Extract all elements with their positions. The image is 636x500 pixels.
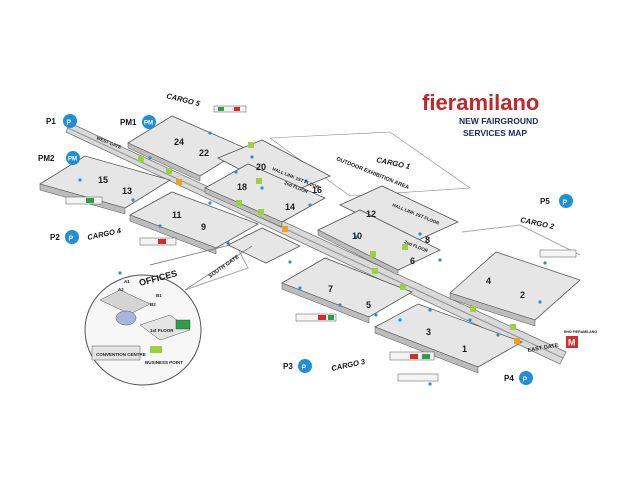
p3-badge[interactable] bbox=[298, 359, 312, 373]
p2-badge-text: P bbox=[69, 236, 74, 243]
hall-entrances bbox=[65, 105, 577, 382]
metro-label: RHO FIERAMILANO bbox=[564, 330, 597, 334]
p4-badge[interactable] bbox=[519, 371, 533, 385]
brand-subtitle-2: SERVICES MAP bbox=[463, 128, 527, 138]
p4-label: P4 bbox=[504, 374, 514, 383]
service-markers bbox=[138, 142, 520, 344]
p3-badge-text: P bbox=[302, 365, 307, 372]
hall-label-1: 1 bbox=[462, 344, 467, 354]
hall-label-13: 13 bbox=[122, 186, 132, 196]
offices-business: BUSINESS POINT bbox=[145, 360, 183, 365]
hall-labels: 24 22 15 13 20 16 18 14 11 9 12 8 10 6 7… bbox=[98, 137, 525, 354]
offices-a1: A1 bbox=[124, 279, 130, 284]
offices-b1: B1 bbox=[156, 293, 162, 298]
hall-label-11: 11 bbox=[172, 210, 182, 220]
hall-label-15: 15 bbox=[98, 175, 108, 185]
brand-title: fieramilano bbox=[422, 90, 539, 115]
metro-badge-text: M bbox=[568, 338, 576, 348]
hall-label-2: 2 bbox=[520, 290, 525, 300]
hall-label-9: 9 bbox=[201, 222, 206, 232]
metro: M RHO FIERAMILANO bbox=[564, 330, 597, 348]
hall-label-18: 18 bbox=[237, 182, 247, 192]
pm2-badge[interactable] bbox=[66, 151, 80, 165]
hall-label-4: 4 bbox=[486, 276, 491, 286]
south-gate-building[interactable] bbox=[227, 227, 301, 264]
pm2-badge-text: PM bbox=[68, 157, 77, 163]
p2-label: P2 bbox=[50, 233, 60, 242]
offices-b2: B2 bbox=[150, 302, 156, 307]
hall-label-5: 5 bbox=[366, 300, 371, 310]
pm1-badge[interactable] bbox=[142, 115, 156, 129]
hall-label-10: 10 bbox=[352, 231, 362, 241]
p2-badge[interactable] bbox=[65, 230, 79, 244]
offices-inset: A1 A2 B1 B2 1st FLOOR CONVENTION CENTRE … bbox=[84, 244, 253, 386]
p1-badge[interactable] bbox=[63, 114, 77, 128]
parking: P1 P PM1 PM PM2 PM P2 P P3 P P4 P P5 P bbox=[38, 114, 573, 385]
hall-label-12: 12 bbox=[366, 209, 376, 219]
hall-label-24: 24 bbox=[174, 137, 184, 147]
hall-label-14: 14 bbox=[285, 202, 295, 212]
hall-label-22: 22 bbox=[199, 148, 209, 158]
cargo-5-label: CARGO 5 bbox=[166, 91, 202, 108]
brand-header: fieramilano NEW FAIRGROUND SERVICES MAP bbox=[422, 90, 539, 138]
cargo-3-label: CARGO 3 bbox=[331, 357, 367, 373]
cargo-1-label: CARGO 1 bbox=[376, 155, 411, 171]
offices-floor: 1st FLOOR bbox=[150, 328, 174, 333]
hall-label-7: 7 bbox=[328, 284, 333, 294]
p5-label: P5 bbox=[540, 197, 550, 206]
hall-label-20: 20 bbox=[256, 162, 266, 172]
p1-label: P1 bbox=[46, 117, 56, 126]
roads bbox=[184, 224, 581, 291]
halls bbox=[39, 115, 581, 374]
p4-badge-text: P bbox=[523, 377, 528, 384]
cargo-4-label: CARGO 4 bbox=[87, 226, 123, 242]
hall-label-3: 3 bbox=[426, 327, 431, 337]
brand-subtitle-1: NEW FAIRGROUND bbox=[459, 116, 538, 126]
p5-badge-text: P bbox=[563, 200, 568, 207]
offices-convention: CONVENTION CENTRE bbox=[96, 352, 146, 357]
hall-label-8: 8 bbox=[425, 235, 430, 245]
p1-badge-text: P bbox=[67, 120, 72, 127]
hall-label-6: 6 bbox=[410, 256, 415, 266]
p5-badge[interactable] bbox=[559, 194, 573, 208]
metro-icon[interactable] bbox=[566, 336, 578, 348]
east-gate-label: EAST GATE bbox=[527, 343, 559, 354]
pm1-label: PM1 bbox=[120, 118, 137, 127]
p3-label: P3 bbox=[283, 362, 293, 371]
cargo-2-label: CARGO 2 bbox=[520, 215, 556, 231]
hall-label-16: 16 bbox=[312, 185, 322, 195]
pm2-label: PM2 bbox=[38, 154, 55, 163]
main-walkway bbox=[65, 122, 567, 365]
pm1-badge-text: PM bbox=[144, 121, 153, 127]
offices-a2: A2 bbox=[118, 287, 124, 292]
